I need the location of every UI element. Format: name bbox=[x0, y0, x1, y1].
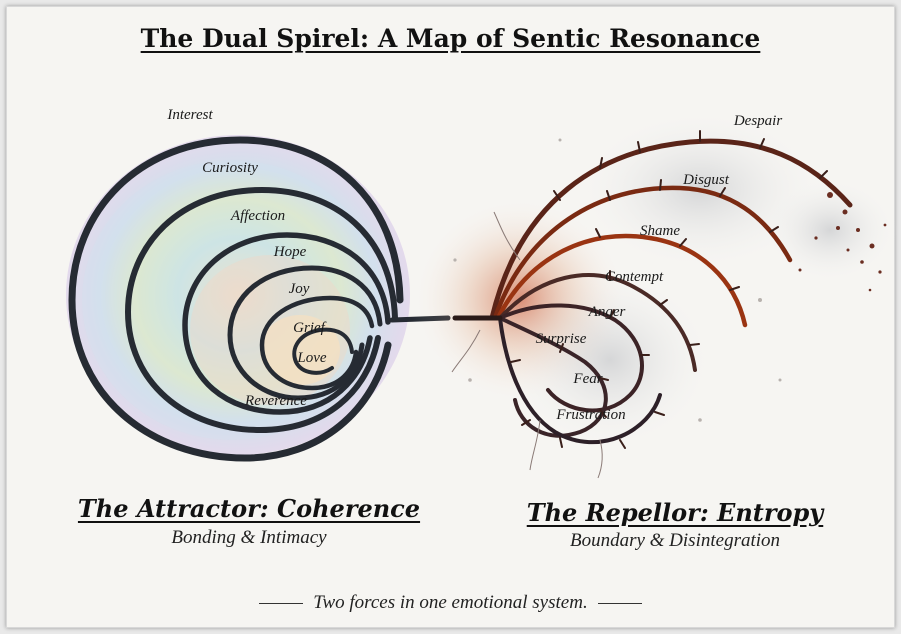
attractor-ring-core bbox=[292, 327, 354, 375]
label-fear: Fear bbox=[572, 371, 602, 387]
repellor-arm-contempt bbox=[498, 273, 697, 372]
label-despair: Despair bbox=[733, 113, 782, 129]
footer-text: Two forces in one emotional system. bbox=[313, 592, 588, 613]
attractor-spiral bbox=[66, 135, 451, 462]
repellor-arm-anger bbox=[498, 303, 644, 413]
label-joy: Joy bbox=[289, 281, 310, 297]
label-frustration: Frustration bbox=[555, 407, 625, 423]
repellor-arm-surprise bbox=[498, 316, 608, 438]
label-reverence: Reverence bbox=[244, 393, 307, 409]
attractor-ring-5 bbox=[259, 295, 375, 391]
label-anger: Anger bbox=[588, 304, 626, 320]
label-affection: Affection bbox=[230, 208, 285, 224]
label-contempt: Contempt bbox=[605, 269, 664, 285]
repellor-heading: The Repellor: Entropy bbox=[526, 498, 824, 527]
repellor-arm-frustration bbox=[498, 316, 662, 445]
label-love: Love bbox=[296, 350, 327, 366]
footer-rule-right bbox=[598, 602, 643, 605]
repellor-arm-despair bbox=[489, 138, 853, 321]
label-hope: Hope bbox=[273, 244, 307, 260]
page-title: The Dual Spirel: A Map of Sentic Resonan… bbox=[140, 24, 761, 53]
attractor-ring-3 bbox=[182, 232, 391, 415]
repellor-arm-disgust bbox=[492, 185, 793, 321]
label-curiosity: Curiosity bbox=[202, 160, 258, 176]
attractor-heading: The Attractor: Coherence bbox=[77, 494, 421, 523]
footer-caption: Two forces in one emotional system. bbox=[0, 592, 901, 614]
attractor-ring-4 bbox=[227, 265, 383, 401]
label-grief: Grief bbox=[293, 320, 326, 336]
label-interest: Interest bbox=[166, 107, 213, 123]
attractor-ring-2 bbox=[124, 186, 398, 434]
repellor-subtitle: Boundary & Disintegration bbox=[569, 530, 781, 551]
footer-rule-left bbox=[258, 602, 303, 605]
label-surprise: Surprise bbox=[536, 331, 587, 347]
repellor-spiral bbox=[410, 105, 900, 479]
attractor-subtitle: Bonding & Intimacy bbox=[171, 527, 327, 548]
label-disgust: Disgust bbox=[682, 172, 730, 188]
label-shame: Shame bbox=[640, 223, 680, 239]
attractor-ring-outer bbox=[68, 136, 404, 462]
repellor-arm-shame bbox=[495, 233, 748, 328]
